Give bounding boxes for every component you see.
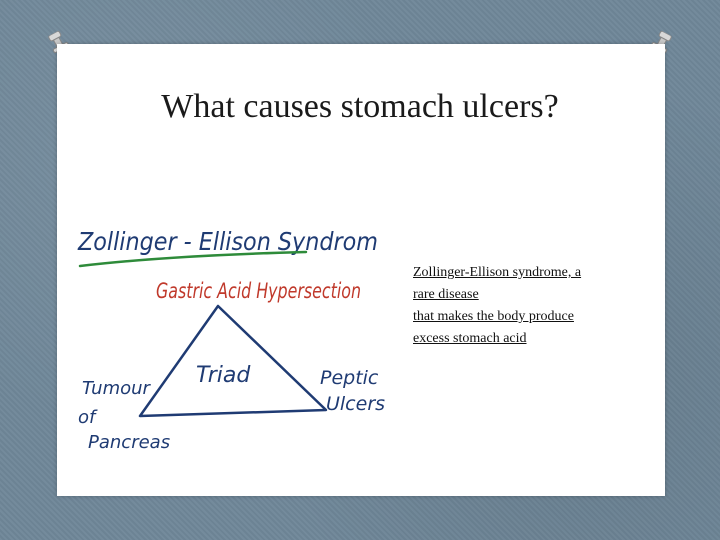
heading-underline xyxy=(78,250,308,268)
description-line: Zollinger-Ellison syndrome, a xyxy=(413,265,582,280)
triangle-shape xyxy=(138,304,328,418)
left-label-line1: Tumour xyxy=(82,378,152,399)
description-line: excess stomach acid xyxy=(413,331,527,346)
left-label-line3: Pancreas xyxy=(88,432,170,453)
diagram-heading: Zollinger - Ellison Syndrom xyxy=(77,227,378,256)
description-line: that makes the body produce xyxy=(413,309,574,324)
triangle-center-label: Triad xyxy=(196,363,251,388)
slide-card xyxy=(57,44,665,496)
handwritten-diagram: Zollinger - Ellison Syndrom Gastric Acid… xyxy=(77,227,385,453)
diagram-subheading: Gastric Acid Hypersection xyxy=(156,279,361,303)
left-label-line2: of xyxy=(78,407,98,428)
right-label-line2: Ulcers xyxy=(326,393,385,415)
slide-title: What causes stomach ulcers? xyxy=(161,88,559,125)
right-label-line1: Peptic xyxy=(320,367,379,389)
description-text: Zollinger-Ellison syndrome, a rare disea… xyxy=(413,262,653,350)
description-line: rare disease xyxy=(413,287,479,302)
